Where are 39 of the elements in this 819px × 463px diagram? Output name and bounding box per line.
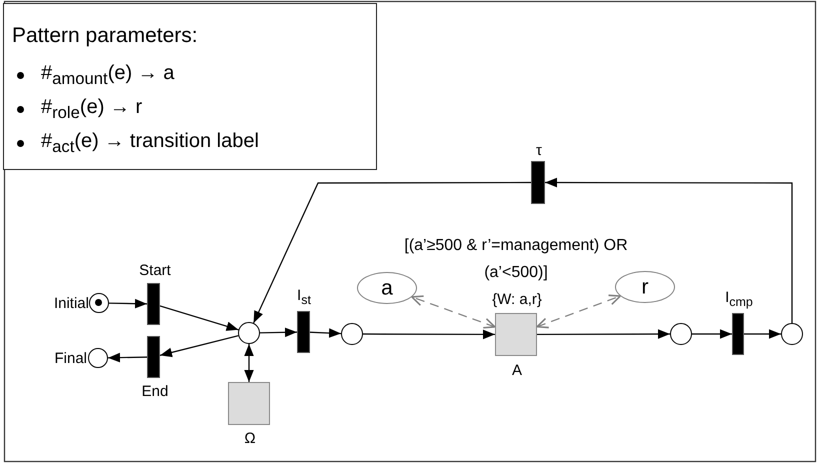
dashed-arrow — [536, 294, 622, 328]
arrow — [363, 330, 495, 340]
transition-label: End — [142, 384, 168, 400]
variable-ellipse — [357, 272, 417, 304]
variable-name: r — [642, 276, 648, 298]
node-label: {W: a,r} — [492, 292, 542, 308]
arrow — [744, 329, 781, 339]
transition-label: I$_{cmp}$ — [725, 290, 753, 310]
transition-label: I$_{st}$ — [297, 288, 311, 308]
transition-label: τ — [536, 142, 542, 160]
place-circle — [341, 323, 363, 345]
arrow — [108, 352, 148, 362]
node-label: A — [512, 362, 522, 380]
parameter-panel — [3, 3, 377, 170]
guard-condition: [(a’≥500 & r’=management) OR (a’<500)] — [403, 236, 629, 283]
variable-ellipse — [615, 271, 675, 303]
arrow — [160, 335, 238, 358]
arrow — [310, 328, 342, 338]
arrow — [692, 329, 732, 339]
arrow — [160, 305, 239, 331]
transition-label: Start — [139, 262, 171, 280]
arrow — [260, 328, 298, 338]
place-circle — [781, 323, 803, 345]
node-label: Final — [54, 350, 87, 368]
arrow — [108, 298, 148, 308]
node-label: Ω — [244, 430, 256, 448]
variable-name: a — [381, 278, 393, 298]
arrow — [537, 329, 670, 339]
parameter-item: #$_{act}$(e) → transition label — [41, 130, 259, 157]
arrow — [545, 178, 793, 323]
place-circle — [670, 323, 692, 345]
parameter-item: #$_{role}$(e) → r — [41, 96, 142, 123]
place-circle — [238, 322, 260, 344]
parameter-item: #$_{amount}$(e) → a — [41, 62, 174, 89]
arrow — [253, 182, 531, 324]
dashed-arrow — [411, 295, 496, 329]
arrow — [244, 344, 254, 382]
node-label: Initial — [54, 296, 89, 312]
panel-title: Pattern parameters: — [12, 24, 198, 48]
